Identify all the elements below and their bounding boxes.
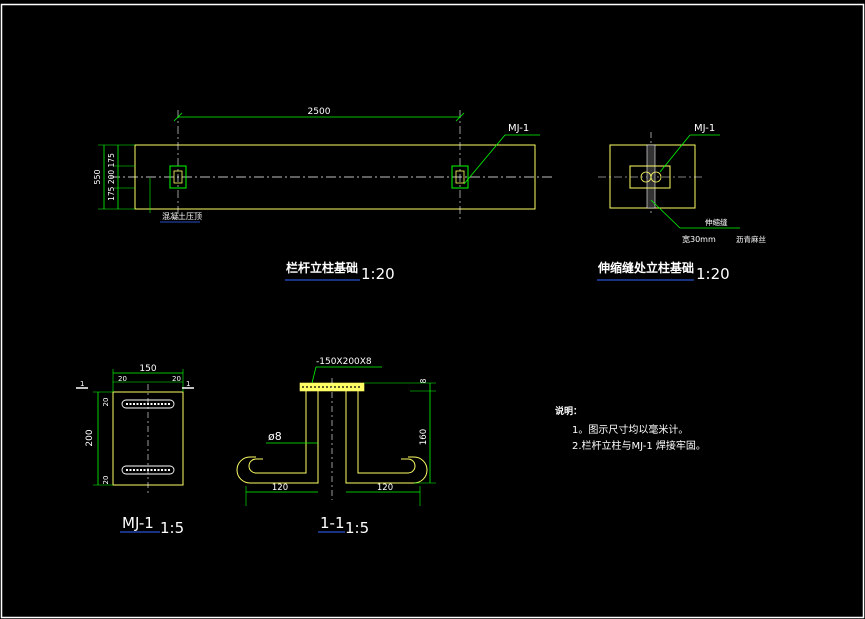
dim-tick-r bbox=[455, 112, 465, 122]
drawing-border bbox=[0, 3, 865, 619]
scale-1-5-a: 1:5 bbox=[160, 519, 184, 537]
plate-label: -150X200X8 bbox=[316, 357, 372, 367]
section-mark-l: 1 bbox=[80, 380, 84, 388]
notes-line-2: 2.栏杆立柱与MJ-1 焊接牢固。 bbox=[572, 439, 706, 452]
scale-1-20-b: 1:20 bbox=[696, 265, 730, 283]
mj1-slot-bottom bbox=[121, 465, 175, 475]
embedded-plate-left bbox=[169, 165, 187, 189]
foundation-strip bbox=[134, 144, 536, 210]
callout-mj1: MJ-1 bbox=[508, 123, 529, 134]
anchor-bar-outer-r bbox=[357, 391, 416, 474]
notes-heading: 说明： bbox=[555, 405, 582, 417]
drawing-railing-post-foundation: 2500 550 175 200 175 MJ-1 混凝土压顶 栏杆立柱基础 1… bbox=[93, 107, 555, 283]
joint-callout-mj1: MJ-1 bbox=[694, 123, 715, 134]
anchor-bar-inner bbox=[236, 391, 319, 484]
bar-label-d8: ø8 bbox=[268, 430, 282, 443]
note-expansion-joint: 伸缩缝 bbox=[705, 217, 728, 227]
title-expansion-joint-foundation: 伸缩缝处立柱基础 bbox=[597, 260, 694, 275]
drawing-mj1-plate: 150 20 20 200 20 20 1 1 MJ-1 1:5 bbox=[76, 364, 194, 537]
note-concrete-coping: 混凝土压顶 bbox=[162, 211, 202, 221]
embedded-plate-right bbox=[451, 165, 469, 189]
joint-callout-leader bbox=[659, 134, 691, 173]
mj1-dim-20-top: 20 bbox=[118, 375, 127, 383]
notes-block: 说明： 1。图示尺寸均以毫米计。 2.栏杆立柱与MJ-1 焊接牢固。 bbox=[555, 405, 706, 452]
note-asphalt-hemp: 沥青麻丝 bbox=[736, 234, 766, 244]
mj1-dim-20-top-r: 20 bbox=[172, 375, 181, 383]
drawing-expansion-joint-foundation: MJ-1 伸缩缝 宽30mm 沥青麻丝 伸缩缝处立柱基础 1:20 bbox=[597, 123, 766, 283]
dim-tick-l bbox=[173, 112, 183, 122]
bolt-right bbox=[650, 171, 662, 183]
title-railing-post-foundation: 栏杆立柱基础 bbox=[286, 260, 358, 275]
dim-120-right: 120 bbox=[377, 483, 393, 493]
dim-8: 8 bbox=[419, 378, 428, 383]
callout-leader bbox=[463, 134, 506, 185]
joint-plate bbox=[629, 165, 671, 189]
title-section-1-1: 1-1 bbox=[320, 514, 345, 532]
dim-2500: 2500 bbox=[308, 107, 331, 117]
anchor-bar-outer bbox=[248, 391, 307, 474]
plate-label-leader bbox=[311, 366, 317, 384]
title-mj1: MJ-1 bbox=[122, 514, 154, 532]
scale-1-20-a: 1:20 bbox=[361, 265, 395, 283]
dim-175-200-175: 175 200 175 bbox=[107, 153, 116, 201]
plate-inner-right bbox=[455, 170, 465, 184]
dim-160: 160 bbox=[419, 429, 429, 445]
drawing-section-1-1: -150X200X8 ø8 120 120 160 8 1-1 1:5 bbox=[236, 357, 436, 537]
note-width-30mm: 宽30mm bbox=[682, 234, 716, 244]
mj1-dim-150: 150 bbox=[139, 364, 156, 374]
scale-1-5-b: 1:5 bbox=[345, 519, 369, 537]
dim-120-left: 120 bbox=[272, 483, 288, 493]
dim-550: 550 bbox=[93, 169, 102, 184]
mj1-dim-20-bottom: 20 bbox=[102, 476, 110, 485]
section-mark-r: 1 bbox=[186, 380, 190, 388]
notes-line-1: 1。图示尺寸均以毫米计。 bbox=[572, 423, 688, 436]
plate-inner-left bbox=[173, 170, 183, 184]
mj1-dim-20-upper: 20 bbox=[102, 398, 110, 407]
mj1-slot-top bbox=[121, 399, 175, 409]
mj1-dim-200: 200 bbox=[85, 429, 95, 446]
joint-note-leader bbox=[650, 199, 681, 229]
